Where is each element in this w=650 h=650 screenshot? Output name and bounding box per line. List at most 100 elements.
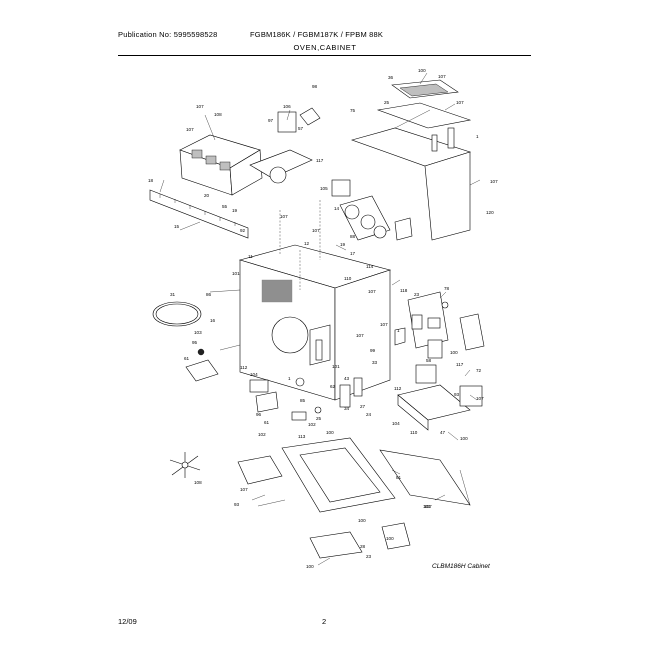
callout: 100 (450, 350, 458, 355)
callout: 107 (186, 127, 194, 132)
callout: 99 (370, 348, 376, 353)
vent-grille (149, 189, 249, 239)
callout: 120 (486, 210, 494, 215)
callout: 16 (210, 318, 216, 323)
control-panel-assembly (351, 79, 472, 241)
callout: 102 (308, 422, 316, 427)
callout: 18 (148, 178, 154, 183)
callout: 107 (476, 396, 484, 401)
callout: 108 (194, 480, 202, 485)
callout: 117 (316, 158, 324, 163)
center-small-parts (249, 377, 363, 421)
callout: 107 (380, 322, 388, 327)
callout: 107 (438, 74, 446, 79)
callout: 107 (312, 228, 320, 233)
callout: 92 (240, 228, 246, 233)
callout: 95 (192, 340, 198, 345)
callout: 1 (476, 134, 479, 139)
callout: 101 (332, 364, 340, 369)
callout: 25 (384, 100, 390, 105)
callout: 108 (214, 112, 222, 117)
callout: 61 (264, 420, 270, 425)
callout: 15 (174, 224, 180, 229)
callout: 78 (444, 286, 450, 291)
callout: 75 (350, 108, 356, 113)
callout: 19 (340, 242, 346, 247)
callout: 105 (320, 186, 328, 191)
callout: 110 (344, 276, 352, 281)
callout: 43 (344, 376, 350, 381)
callout: 112 (394, 386, 402, 391)
callout: 88 (350, 234, 356, 239)
callout: 107 (490, 179, 498, 184)
callout: 34 (344, 406, 350, 411)
callout: 103 (194, 330, 202, 335)
callout: 97 (268, 118, 274, 123)
callout: 112 (240, 365, 248, 370)
footer-date: 12/09 (118, 617, 137, 626)
callout: 107 (240, 487, 248, 492)
callout: 19 (232, 208, 238, 213)
callout: 36 (388, 75, 394, 80)
callout: 31 (170, 292, 176, 297)
callout: 113 (298, 434, 306, 439)
callout: 58 (426, 358, 432, 363)
callout: 101 (232, 271, 240, 276)
callout: 27 (360, 404, 366, 409)
callout: 106 (283, 104, 291, 109)
callout: 28 (360, 544, 366, 549)
callout: 1 (397, 328, 400, 333)
callout: 14 (334, 206, 340, 211)
leader-lines (159, 72, 481, 566)
turntable-parts (152, 301, 219, 382)
callout: 118 (400, 288, 408, 293)
callout: 107 (424, 504, 432, 509)
callout: 72 (476, 368, 482, 373)
callout: 107 (356, 333, 364, 338)
callout: 20 (204, 193, 210, 198)
callout: 86 (206, 292, 212, 297)
callout: 100 (358, 518, 366, 523)
upper-duct-assembly (179, 107, 321, 196)
page-number: 2 (322, 617, 327, 626)
callout: 100 (306, 564, 314, 569)
callout: 93 (454, 392, 460, 397)
callout: 12 (304, 241, 310, 246)
callout: 25 (316, 416, 322, 421)
cabinet-frame (238, 200, 392, 401)
callout: 117 (456, 362, 464, 367)
callout: 24 (366, 412, 372, 417)
callout: 107 (280, 214, 288, 219)
callout: 1 (288, 376, 291, 381)
callout: 110 (410, 430, 418, 435)
callout: 107 (196, 104, 204, 109)
header-rule (118, 55, 531, 56)
callout: 98 (312, 84, 318, 89)
callout: 114 (366, 264, 374, 269)
callout: 107 (456, 100, 464, 105)
callout: 96 (256, 412, 262, 417)
callout: 93 (234, 502, 240, 507)
diagram-code: CLBM186H Cabinet (432, 563, 490, 570)
callout: 23 (414, 292, 420, 297)
bottom-small-plates (309, 522, 411, 559)
base-plate (237, 437, 471, 513)
door-latch-assembly (394, 291, 485, 359)
transformer-bracket (397, 364, 483, 431)
callout: 104 (392, 421, 400, 426)
callout: 85 (300, 398, 306, 403)
callout-labels: 100 107 36 98 25 107 75 107 108 106 97 5… (148, 68, 498, 569)
callout: 101 (423, 504, 431, 509)
callout: 17 (350, 251, 356, 256)
callout: 104 (250, 372, 258, 377)
callout: 23 (366, 554, 372, 559)
callout: 100 (460, 436, 468, 441)
callout: 100 (386, 536, 394, 541)
callout: 47 (440, 430, 446, 435)
callout: 107 (368, 289, 376, 294)
callout: 57 (298, 126, 304, 131)
callout: 55 (222, 204, 228, 209)
model-numbers: FGBM186K / FGBM187K / FPBM 88K (250, 30, 384, 39)
callout: 61 (184, 356, 190, 361)
